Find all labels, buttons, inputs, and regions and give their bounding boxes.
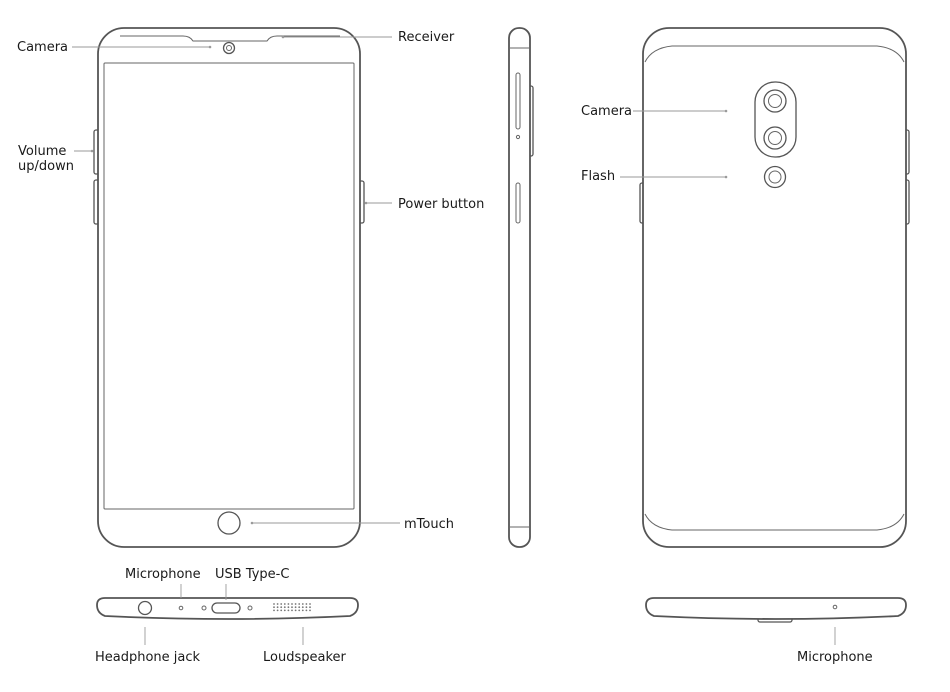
grille-dot — [294, 609, 297, 612]
usb-type-c-port — [211, 602, 241, 614]
side-pin-hole — [515, 134, 521, 140]
front-screen — [103, 62, 355, 510]
grille-dot — [305, 603, 308, 605]
side-phone-body — [508, 27, 531, 548]
leader-dot-flash — [724, 175, 728, 179]
grille-dot — [276, 606, 279, 609]
back-antenna-line-bottom — [644, 513, 905, 531]
grille-dot — [283, 609, 286, 612]
back-camera-lens-2-outer — [763, 126, 787, 150]
grille-dot — [309, 606, 311, 609]
side-view — [508, 27, 534, 548]
label-headphone-jack: Headphone jack — [95, 650, 201, 665]
grille-dot — [309, 609, 311, 612]
front-leaders — [72, 35, 400, 525]
back-flash-inner — [768, 170, 782, 184]
leader-dot-camera-back — [724, 109, 728, 113]
front-camera-lens-inner — [226, 45, 232, 51]
grille-dot — [283, 603, 286, 605]
grille-dot — [298, 609, 301, 612]
back-antenna-line-top — [644, 45, 905, 63]
mtouch-button — [217, 511, 241, 535]
bottom-edge-view — [96, 597, 359, 620]
label-volume-line1: Volume — [18, 144, 66, 159]
loudspeaker-grille — [273, 603, 311, 612]
leader-dot-mtouch — [250, 521, 254, 525]
grille-dot — [287, 603, 290, 605]
grille-dot — [273, 609, 275, 612]
front-phone-body — [97, 27, 361, 548]
bottom-screw-right — [247, 605, 253, 611]
grille-dot — [280, 603, 283, 605]
grille-dot — [298, 603, 301, 605]
label-usb-type-c: USB Type-C — [215, 567, 289, 582]
back-bottom-edge-body — [645, 597, 907, 620]
back-flash-outer — [763, 165, 787, 189]
bottom-leaders — [144, 584, 304, 645]
grille-dot — [301, 603, 304, 605]
leader-dot-camera-front — [208, 45, 212, 49]
grille-dot — [291, 609, 293, 612]
label-camera-back: Camera — [581, 104, 632, 119]
front-camera-lens-outer — [222, 41, 236, 55]
back-camera-lens-1-inner — [768, 94, 782, 108]
grille-dot — [305, 609, 308, 612]
back-bottom-edge-view — [645, 597, 907, 623]
grille-dot — [294, 606, 297, 609]
label-microphone-back: Microphone — [797, 650, 873, 665]
leader-dot-volume — [90, 149, 94, 153]
label-receiver: Receiver — [398, 30, 455, 45]
back-phone-body — [642, 27, 907, 548]
grille-dot — [276, 609, 279, 612]
grille-dot — [301, 609, 304, 612]
grille-dot — [273, 603, 275, 605]
label-microphone-bottom: Microphone — [125, 567, 201, 582]
label-power-button: Power button — [398, 197, 484, 212]
grille-dot — [298, 606, 301, 609]
back-bottom-microphone-hole — [832, 604, 838, 610]
back-leaders — [620, 109, 728, 179]
grille-dot — [294, 603, 297, 605]
front-view — [93, 27, 365, 548]
side-volume-slot — [515, 72, 521, 130]
grille-dot — [280, 609, 283, 612]
grille-dot — [301, 606, 304, 609]
back-view — [639, 27, 910, 548]
grille-dot — [283, 606, 286, 609]
grille-dot — [305, 606, 308, 609]
back-camera-lens-1-outer — [763, 89, 787, 113]
bottom-screw-left — [201, 605, 207, 611]
grille-dot — [276, 603, 279, 605]
grille-dot — [287, 606, 290, 609]
back-camera-lens-2-inner — [768, 131, 782, 145]
grille-dot — [273, 606, 275, 609]
leader-dot-receiver — [281, 35, 285, 39]
side-sim-slot — [515, 182, 521, 224]
label-camera-front: Camera — [17, 40, 68, 55]
headphone-jack — [137, 600, 153, 616]
leader-dot-power — [364, 201, 368, 205]
grille-dot — [291, 606, 293, 609]
grille-dot — [280, 606, 283, 609]
label-mtouch: mTouch — [404, 517, 454, 532]
grille-dot — [309, 603, 311, 605]
label-volume-line2: up/down — [18, 159, 74, 174]
front-top-bezel-line — [120, 35, 340, 42]
label-flash: Flash — [581, 169, 615, 184]
grille-dot — [291, 603, 293, 605]
grille-dot — [287, 609, 290, 612]
bottom-microphone-hole — [178, 605, 184, 611]
label-loudspeaker: Loudspeaker — [263, 650, 347, 665]
